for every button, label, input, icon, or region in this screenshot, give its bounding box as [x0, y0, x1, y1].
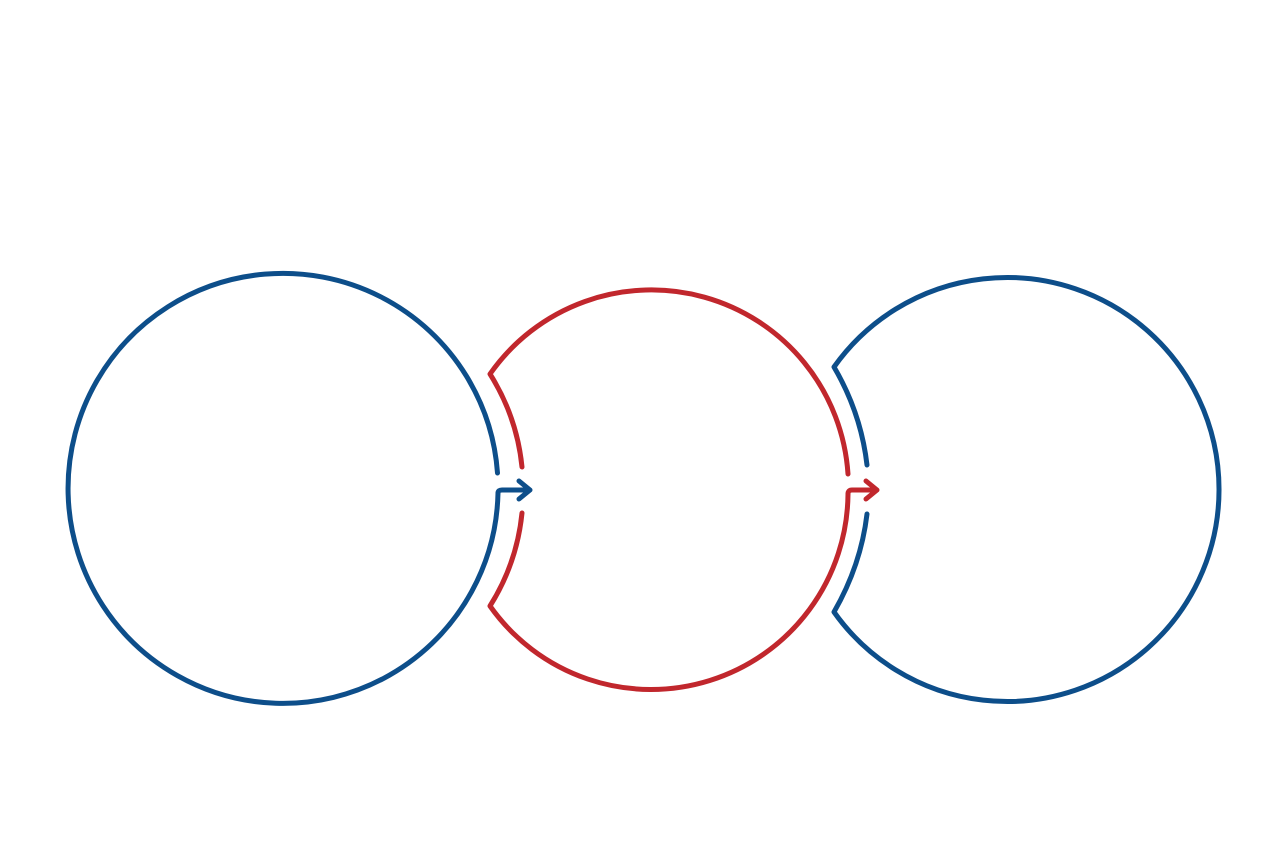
cycle-3-ring [831, 275, 1222, 704]
cycle-1-to-cycle-2-arrow-right-icon [495, 478, 533, 502]
cycle-2-to-cycle-3-arrow-right-icon [845, 478, 880, 502]
cycle-connectors [495, 478, 880, 502]
cycle-2-ring [487, 287, 851, 692]
cycle-1-ring [65, 270, 501, 706]
cycle-rings [65, 270, 1222, 706]
